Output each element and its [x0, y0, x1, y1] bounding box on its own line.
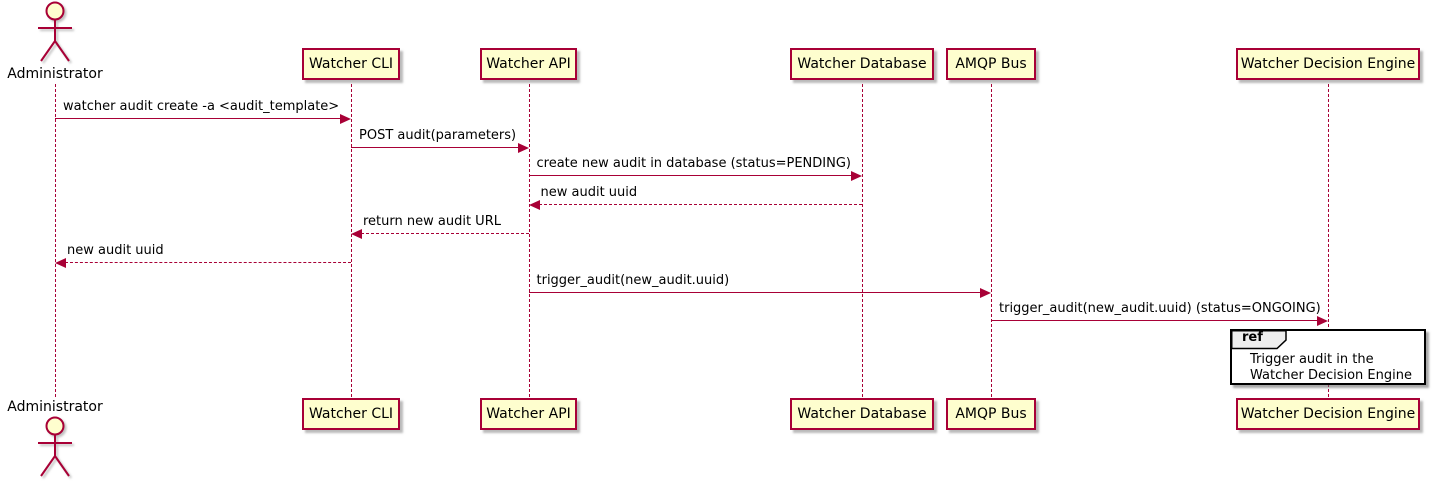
actor-icon — [32, 1, 78, 69]
actor-icon — [32, 416, 78, 484]
message-arrowhead-3 — [528, 199, 540, 210]
participant-box-watcher-database-top: Watcher Database — [790, 48, 934, 80]
ref-keyword: ref — [1242, 330, 1263, 345]
message-arrowhead-2 — [851, 170, 862, 181]
message-line-0 — [55, 118, 341, 119]
message-line-7 — [991, 320, 1318, 321]
lifeline-watcher-api — [528, 84, 530, 397]
message-arrowhead-5 — [55, 257, 66, 268]
message-label-0: watcher audit create -a <audit_template> — [63, 99, 340, 114]
message-label-4: return new audit URL — [363, 214, 501, 229]
lifeline-watcher-decision-engine — [1328, 84, 1329, 397]
participant-box-watcher-decision-engine-bottom: Watcher Decision Engine — [1236, 398, 1420, 430]
message-line-3 — [538, 204, 862, 205]
message-label-2: create new audit in database (status=PEN… — [536, 156, 852, 171]
message-arrowhead-7 — [1317, 315, 1328, 326]
participant-box-watcher-cli-top: Watcher CLI — [302, 48, 400, 80]
participant-box-amqp-bus-top: AMQP Bus — [946, 48, 1036, 80]
participant-label-administrator-bottom: Administrator — [7, 399, 103, 415]
participant-box-watcher-cli-bottom: Watcher CLI — [302, 398, 400, 430]
ref-fragment-text-line: Trigger audit in the — [1250, 352, 1374, 367]
participant-box-amqp-bus-bottom: AMQP Bus — [946, 398, 1036, 430]
participant-label-administrator-top: Administrator — [7, 66, 103, 82]
message-label-6: trigger_audit(new_audit.uuid) — [536, 273, 730, 288]
message-label-5: new audit uuid — [67, 243, 164, 258]
message-arrowhead-4 — [351, 228, 362, 239]
participant-box-watcher-decision-engine-top: Watcher Decision Engine — [1236, 48, 1420, 80]
message-line-2 — [528, 175, 852, 176]
message-arrowhead-0 — [340, 113, 351, 124]
participant-box-watcher-database-bottom: Watcher Database — [790, 398, 934, 430]
message-line-1 — [351, 147, 519, 148]
participant-box-watcher-api-top: Watcher API — [480, 48, 577, 80]
message-arrowhead-6 — [980, 287, 991, 298]
message-line-5 — [65, 262, 351, 263]
lifeline-watcher-cli — [351, 84, 352, 397]
lifeline-amqp-bus — [991, 84, 992, 397]
participant-box-watcher-api-bottom: Watcher API — [480, 398, 577, 430]
message-line-4 — [361, 233, 529, 234]
message-label-7: trigger_audit(new_audit.uuid) (status=ON… — [999, 301, 1321, 316]
message-label-1: POST audit(parameters) — [359, 128, 517, 143]
message-arrowhead-1 — [517, 142, 529, 153]
lifeline-administrator — [55, 84, 56, 397]
message-label-3: new audit uuid — [540, 185, 638, 200]
message-line-6 — [528, 292, 981, 293]
ref-fragment-text-line: Watcher Decision Engine — [1250, 368, 1412, 383]
ref-fragment-header: ref — [1231, 330, 1295, 354]
lifeline-watcher-database — [862, 84, 863, 397]
